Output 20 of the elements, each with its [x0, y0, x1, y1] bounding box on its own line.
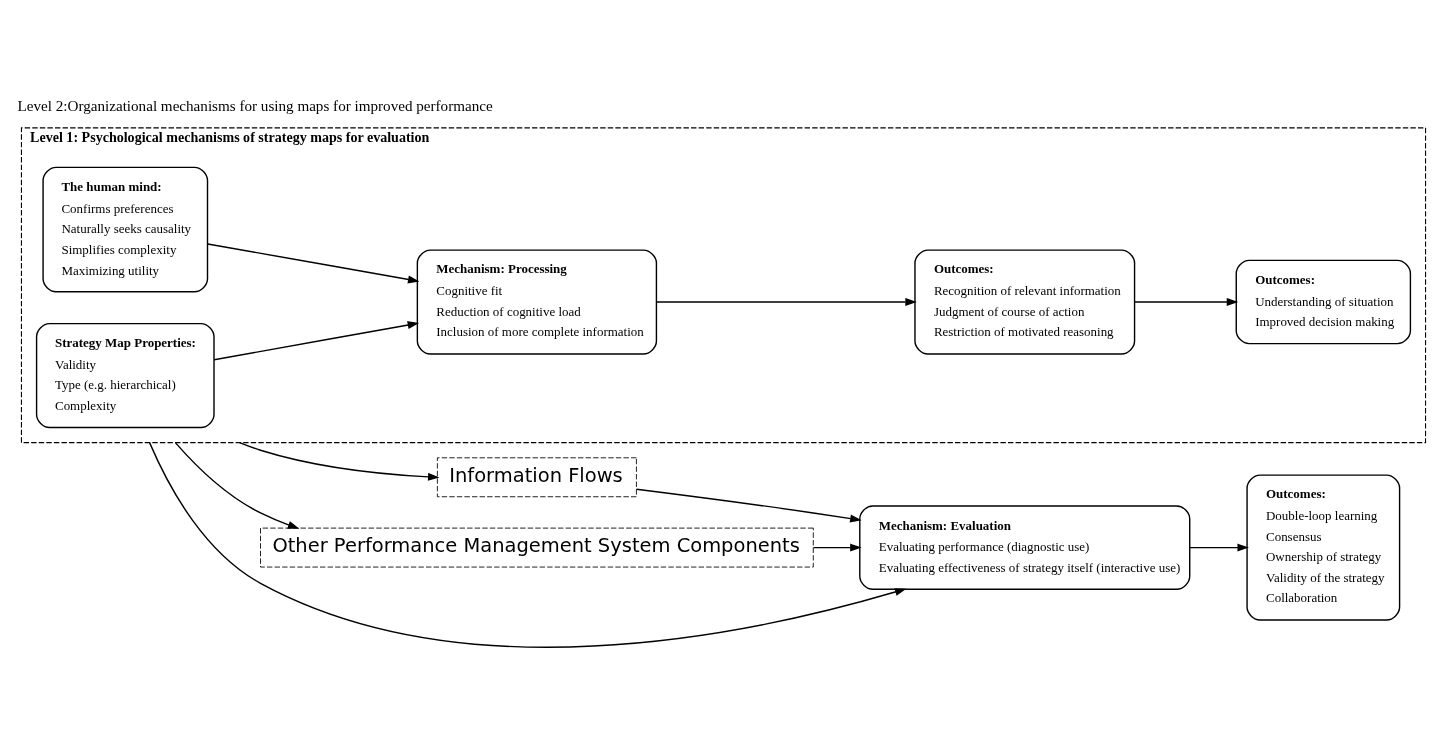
node-box: Other Performance Management System Components [260, 527, 814, 568]
arrow [238, 441, 440, 481]
arrow [207, 243, 420, 284]
arrow [655, 298, 917, 307]
arrow [812, 543, 862, 552]
node-box: The human mind: Confirms preferences Naturally seeks causality Simplifies complexity Maximizing utility [42, 166, 209, 293]
diagram-title: Level 2:Organizational mechanisms for using maps for improved performance [17, 97, 493, 114]
arrow [1134, 298, 1239, 307]
node-box: Mechanism: Evaluation Evaluating performance (diagnostic use) Evaluating effectiveness of strategy itself (interactive use) [859, 505, 1191, 590]
node-box: Outcomes: Recognition of relevant information Judgment of course of action Restriction of motivated reasoning [914, 249, 1136, 355]
arrow [174, 441, 300, 529]
node-box: Mechanism: Processing Cognitive fit Reduction of cognitive load Inclusion of more complete information [416, 249, 658, 355]
node-box: Information Flows [436, 457, 637, 498]
arrow [148, 441, 907, 648]
arrow [213, 321, 420, 361]
node-box: Strategy Map Properties: Validity Type (e.g. hierarchical) Complexity [35, 322, 215, 429]
node-box: Outcomes: Understanding of situation Improved decision making [1235, 259, 1412, 345]
arrow [1189, 543, 1249, 552]
node-box: Outcomes: Double-loop learning Consensus Ownership of strategy Validity of the strategy Collaboration [1246, 474, 1401, 621]
arrow [635, 488, 862, 523]
